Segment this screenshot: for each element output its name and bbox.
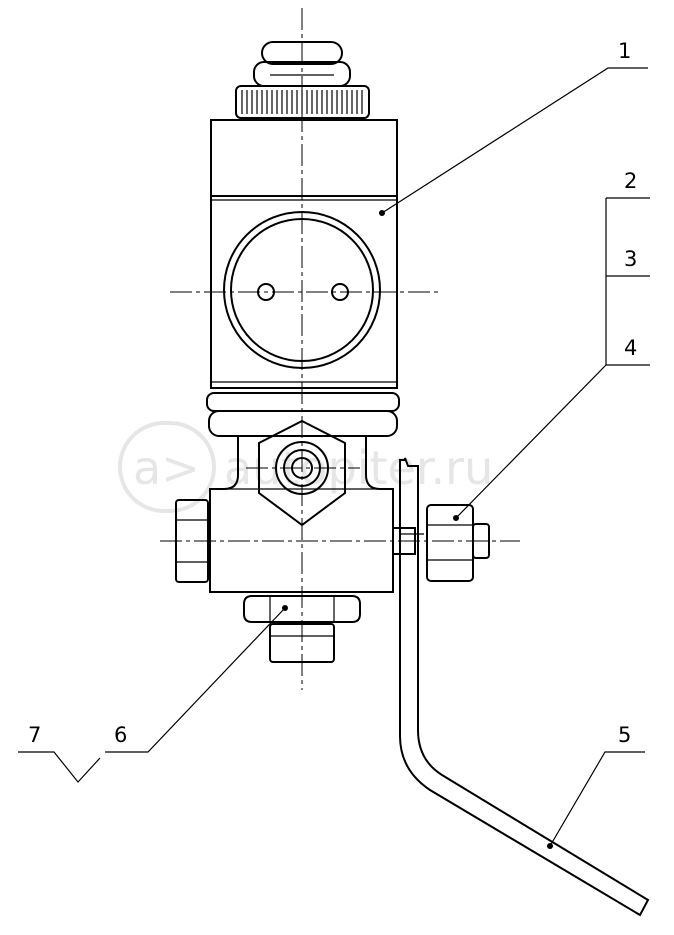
callout-6: 6 <box>114 723 127 747</box>
mounting-bracket <box>399 457 650 917</box>
leader-lines <box>18 67 650 847</box>
watermark-logo: a> <box>133 441 200 495</box>
connector-socket <box>223 211 381 369</box>
bottom-fitting <box>243 595 361 663</box>
callout-4: 4 <box>624 336 637 360</box>
valve-body <box>210 119 398 389</box>
callout-5: 5 <box>618 723 631 747</box>
hex-nut-center <box>258 419 346 527</box>
right-stud-nut <box>392 504 490 582</box>
callout-3: 3 <box>624 247 637 271</box>
callout-labels: 1 2 3 4 5 6 7 <box>28 39 637 747</box>
callout-1: 1 <box>618 39 631 63</box>
left-port-fitting <box>175 499 209 583</box>
lower-body <box>209 437 394 593</box>
callout-7: 7 <box>28 723 41 747</box>
flange-rings <box>206 392 400 437</box>
center-lines <box>160 8 520 690</box>
knurled-ring <box>235 85 370 119</box>
callout-2: 2 <box>624 169 637 193</box>
leader-dots <box>282 210 553 849</box>
